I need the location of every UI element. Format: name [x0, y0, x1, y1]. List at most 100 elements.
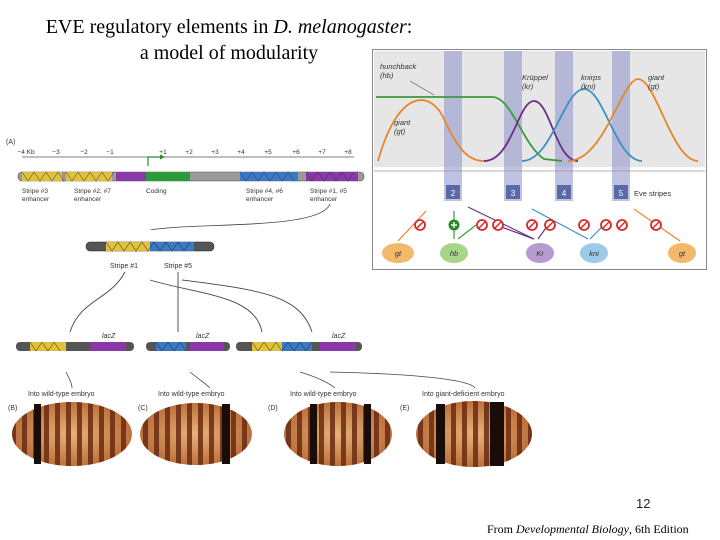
eve-stripe-band	[555, 51, 573, 201]
stripe1-label: Stripe #1	[110, 263, 138, 270]
stripe-number-boxes	[446, 185, 628, 199]
panel-label: (D)	[268, 405, 278, 412]
injection-arrow	[329, 371, 476, 389]
kni-repression-line	[531, 208, 589, 240]
injection-label: Into giant-deficient embryo	[422, 391, 505, 398]
plus-icon	[451, 222, 457, 228]
construct-b-enhancer	[30, 342, 66, 351]
factor-gt-blob	[382, 243, 414, 263]
segment-label: Coding	[146, 188, 167, 195]
tick-label: +5	[264, 149, 272, 156]
kruppel-curve	[483, 100, 579, 162]
title-line-2: a model of modularity	[139, 42, 319, 64]
panel-label: (C)	[138, 405, 148, 412]
injection-arrow	[299, 371, 336, 389]
injection-label: Into wild-type embryo	[28, 391, 95, 398]
injection-arrow	[65, 371, 73, 389]
gradient-labels: hunchback (hb) giant (gt) Krüppel (kr) k…	[380, 62, 665, 136]
tick-label: +7	[318, 149, 326, 156]
eve-stripes-label: Eve stripes	[634, 189, 671, 198]
binding-site-pattern	[105, 241, 191, 252]
slide-title: EVE regulatory elements in D. melanogast…	[14, 14, 444, 66]
title-line-1: EVE regulatory elements in D. melanogast…	[14, 14, 444, 40]
construct-c-lacz	[190, 342, 224, 351]
panel-label: (E)	[400, 405, 409, 412]
segment-label: Stripe #1, #5	[310, 188, 347, 195]
binding-site-pattern	[21, 171, 355, 182]
factor-label: gt	[395, 249, 402, 258]
stripe-number: 4	[562, 189, 567, 198]
hb-line	[457, 224, 477, 240]
panel-label: (B)	[8, 405, 17, 412]
factor-kr-blob	[526, 243, 554, 263]
tick-label: +8	[344, 149, 352, 156]
lacz-label: lacZ	[196, 333, 210, 340]
panel-a-label: (A)	[6, 139, 15, 146]
eve-stripe-band	[504, 51, 522, 201]
tick-label: +6	[292, 149, 300, 156]
slide-number: 12	[636, 496, 651, 511]
stripe-box	[506, 185, 520, 199]
arrow-to-construct-b	[69, 271, 126, 333]
gradient-plot-bg	[374, 51, 705, 167]
gradient-diagram: hunchback (hb) giant (gt) Krüppel (kr) k…	[372, 49, 707, 270]
gradient-label: knirps	[581, 73, 601, 82]
embryo-e	[416, 401, 532, 467]
gradient-label: (kr)	[522, 82, 534, 91]
injection-label: Into wild-type embryo	[158, 391, 225, 398]
stripe1-part	[106, 242, 150, 251]
coding-region	[146, 172, 190, 181]
arrow-head	[160, 154, 165, 160]
coding-region-left	[116, 172, 146, 181]
stripe-box	[614, 185, 628, 199]
factor-label: hb	[450, 249, 458, 258]
title-species: D. melanogaster	[273, 16, 407, 38]
eve-stripe-bands	[444, 51, 630, 201]
stripe3-enhancer-region	[22, 172, 62, 181]
factor-kni-blob	[580, 243, 608, 263]
factor-hb-blob	[440, 243, 468, 263]
stripe15-enhancer-region	[306, 172, 358, 181]
embryo-b	[12, 402, 132, 466]
transcription-factors	[382, 243, 696, 263]
tick-label: +4	[237, 149, 245, 156]
source-book: Developmental Biology	[516, 522, 629, 536]
embryo-c	[140, 403, 252, 465]
kb-tick-labels: −4 Kb −3 −2 −1 +1 +2 +3 +4 +5 +6 +7 +8	[17, 149, 352, 156]
stripe46-enhancer-region	[240, 172, 298, 181]
lacz-label: lacZ	[332, 333, 346, 340]
embryo-d	[284, 402, 392, 466]
gene-map-figure: (A) −4 Kb −3 −2 −1 +1 +2 +3 +4 +5 +6 +7 …	[6, 139, 365, 230]
segment-label: enhancer	[310, 196, 338, 203]
gradient-label: hunchback	[380, 62, 418, 71]
factor-label: gt	[679, 249, 686, 258]
source-prefix: From	[487, 522, 517, 536]
gt-repression-line	[397, 210, 427, 242]
stripe-number: 2	[451, 189, 456, 198]
excision-arrow	[149, 203, 331, 230]
stripe-number: 3	[511, 189, 516, 198]
gradient-label: giant	[394, 118, 411, 127]
stripe27-enhancer-region	[66, 172, 112, 181]
gradient-label: giant	[648, 73, 665, 82]
segment-labels: Stripe #3 enhancer Stripe #2, #7 enhance…	[22, 188, 347, 203]
stripe-box	[557, 185, 571, 199]
injection-label: Into wild-type embryo	[290, 391, 357, 398]
lacz-label: lacZ	[102, 333, 116, 340]
injection-labels: Into wild-type embryo Into wild-type emb…	[8, 371, 505, 412]
giant-anterior-curve	[377, 99, 485, 162]
embryo-images	[12, 401, 532, 467]
tick-label: +3	[211, 149, 219, 156]
stripe-box	[446, 185, 460, 199]
hb-leader	[409, 80, 435, 96]
stripe-number: 5	[619, 189, 624, 198]
segment-label: Stripe #4, #6	[246, 188, 283, 195]
eve-stripe-band	[612, 51, 630, 201]
excised-segment-figure: Stripe #1 Stripe #5	[85, 241, 215, 270]
gradient-label: (hb)	[380, 71, 394, 80]
arrow-to-construct-d	[149, 279, 263, 333]
injection-arrow	[189, 371, 211, 389]
stripe5-part	[150, 242, 194, 251]
tick-label: +2	[185, 149, 193, 156]
binding-site-pattern	[29, 341, 313, 352]
